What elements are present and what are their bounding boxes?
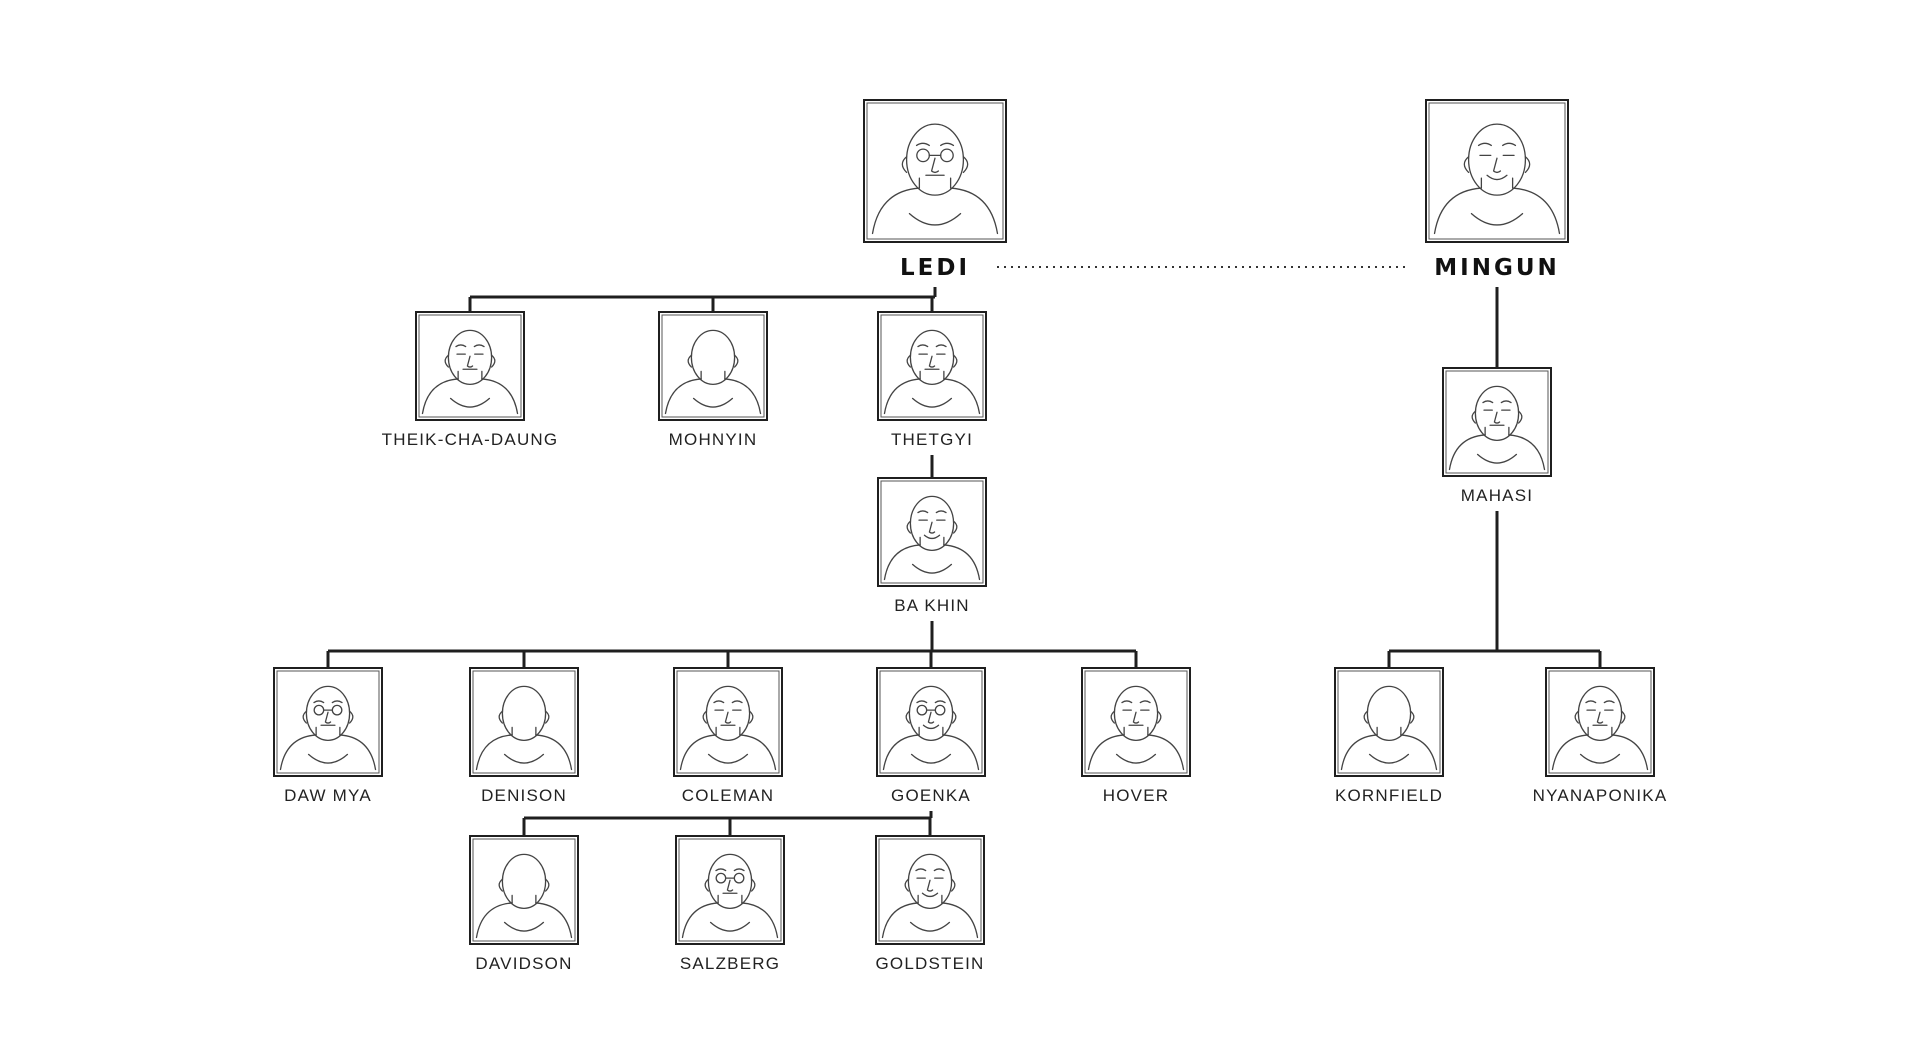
node-salzberg: SALZBERG: [675, 835, 785, 973]
face-sketch-dawmya: [279, 685, 377, 771]
portrait-mingun: [1425, 99, 1569, 243]
connector-ledi: [468, 287, 937, 312]
face-sketch-salzberg: [681, 853, 779, 939]
name-label-nyanaponika: NYANAPONIKA: [1533, 786, 1668, 805]
connector-goenka: [522, 811, 933, 836]
portrait-frame-mingun: [1428, 102, 1566, 240]
face-sketch-mingun: [1433, 123, 1561, 235]
portrait-hover: [1081, 667, 1191, 777]
face-sketch-denison: [475, 685, 573, 771]
connector-lines: [326, 266, 1602, 836]
node-bakhin: BA KHIN: [877, 477, 987, 615]
portrait-mahasi: [1442, 367, 1552, 477]
portrait-dawmya: [273, 667, 383, 777]
node-hover: HOVER: [1081, 667, 1191, 805]
face-sketch-goenka: [882, 685, 980, 771]
name-label-mohnyin: MOHNYIN: [669, 430, 758, 449]
portrait-frame-ledi: [866, 102, 1004, 240]
portrait-ledi: [863, 99, 1007, 243]
portrait-frame-nyanaponika: [1548, 670, 1652, 774]
node-mingun: MINGUN: [1425, 99, 1569, 281]
face-sketch-goldstein: [881, 853, 979, 939]
portrait-goenka: [876, 667, 986, 777]
portrait-coleman: [673, 667, 783, 777]
portrait-theik: [415, 311, 525, 421]
name-label-dawmya: DAW MYA: [284, 786, 372, 805]
face-sketch-ledi: [871, 123, 999, 235]
portrait-frame-salzberg: [678, 838, 782, 942]
portrait-davidson: [469, 835, 579, 945]
node-dawmya: DAW MYA: [273, 667, 383, 805]
portrait-mohnyin: [658, 311, 768, 421]
portrait-kornfield: [1334, 667, 1444, 777]
portrait-frame-theik: [418, 314, 522, 418]
node-ledi: LEDI: [863, 99, 1007, 281]
name-label-mahasi: MAHASI: [1461, 486, 1533, 505]
node-nyanaponika: NYANAPONIKA: [1533, 667, 1668, 805]
face-sketch-theik: [421, 329, 519, 415]
name-label-theik: THEIK-CHA-DAUNG: [382, 430, 559, 449]
portrait-frame-goldstein: [878, 838, 982, 942]
portrait-frame-goenka: [879, 670, 983, 774]
node-goldstein: GOLDSTEIN: [875, 835, 985, 973]
portrait-goldstein: [875, 835, 985, 945]
name-label-denison: DENISON: [481, 786, 567, 805]
portrait-bakhin: [877, 477, 987, 587]
portrait-frame-mahasi: [1445, 370, 1549, 474]
name-label-davidson: DAVIDSON: [475, 954, 572, 973]
name-label-salzberg: SALZBERG: [680, 954, 780, 973]
connector-bakhin: [326, 621, 1138, 668]
face-sketch-hover: [1087, 685, 1185, 771]
portrait-salzberg: [675, 835, 785, 945]
node-thetgyi: THETGYI: [877, 311, 987, 449]
node-davidson: DAVIDSON: [469, 835, 579, 973]
name-label-ledi: LEDI: [900, 255, 970, 281]
node-denison: DENISON: [469, 667, 579, 805]
portrait-frame-thetgyi: [880, 314, 984, 418]
portrait-frame-denison: [472, 670, 576, 774]
face-sketch-coleman: [679, 685, 777, 771]
portrait-thetgyi: [877, 311, 987, 421]
face-sketch-thetgyi: [883, 329, 981, 415]
name-label-mingun: MINGUN: [1434, 255, 1560, 281]
portrait-nyanaponika: [1545, 667, 1655, 777]
face-sketch-nyanaponika: [1551, 685, 1649, 771]
name-label-bakhin: BA KHIN: [894, 596, 969, 615]
node-mohnyin: MOHNYIN: [658, 311, 768, 449]
portrait-frame-coleman: [676, 670, 780, 774]
portrait-frame-mohnyin: [661, 314, 765, 418]
node-kornfield: KORNFIELD: [1334, 667, 1444, 805]
portrait-frame-bakhin: [880, 480, 984, 584]
face-sketch-kornfield: [1340, 685, 1438, 771]
portrait-frame-kornfield: [1337, 670, 1441, 774]
node-mahasi: MAHASI: [1442, 367, 1552, 505]
name-label-goenka: GOENKA: [891, 786, 971, 805]
node-goenka: GOENKA: [876, 667, 986, 805]
portrait-frame-hover: [1084, 670, 1188, 774]
name-label-goldstein: GOLDSTEIN: [875, 954, 984, 973]
name-label-coleman: COLEMAN: [682, 786, 774, 805]
name-label-kornfield: KORNFIELD: [1335, 786, 1443, 805]
portrait-frame-dawmya: [276, 670, 380, 774]
connector-mahasi: [1387, 511, 1602, 668]
node-theik: THEIK-CHA-DAUNG: [382, 311, 559, 449]
name-label-hover: HOVER: [1103, 786, 1169, 805]
name-label-thetgyi: THETGYI: [891, 430, 973, 449]
face-sketch-mohnyin: [664, 329, 762, 415]
node-coleman: COLEMAN: [673, 667, 783, 805]
portrait-nodes: LEDI MINGUN THEIK-CHA-DAUNG MOHNYIN THETGYI B…: [273, 99, 1668, 973]
portrait-frame-davidson: [472, 838, 576, 942]
portrait-denison: [469, 667, 579, 777]
face-sketch-davidson: [475, 853, 573, 939]
face-sketch-bakhin: [883, 495, 981, 581]
face-sketch-mahasi: [1448, 385, 1546, 471]
